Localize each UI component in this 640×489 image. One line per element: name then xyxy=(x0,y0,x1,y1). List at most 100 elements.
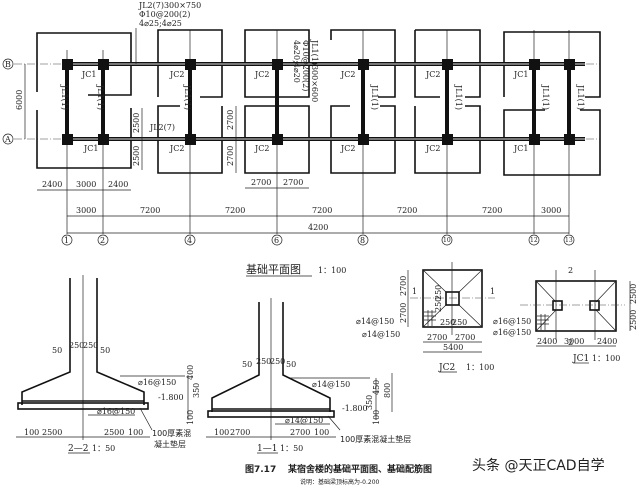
footing-labels: JC1 JC1 JC2 JC2 JC2 JC2 JC2 JC2 JC2 JC2 … xyxy=(81,70,528,153)
svg-text:JC2: JC2 xyxy=(169,144,184,153)
svg-text:2400: 2400 xyxy=(108,180,128,189)
svg-text:7200: 7200 xyxy=(140,206,160,215)
svg-text:6: 6 xyxy=(274,236,279,245)
svg-text:JL1(1): JL1(1) xyxy=(370,84,379,110)
svg-text:2700: 2700 xyxy=(290,428,310,437)
beam-annotation-jl2: JL2(7)300×750 Φ10@200(2) 4⌀25;4⌀25 JL2(7… xyxy=(135,1,201,132)
svg-text:100: 100 xyxy=(24,428,39,437)
svg-text:4: 4 xyxy=(187,236,192,245)
svg-text:100: 100 xyxy=(186,410,195,425)
svg-text:250: 250 xyxy=(434,297,443,312)
svg-text:⌀14@150: ⌀14@150 xyxy=(356,317,394,326)
svg-text:50: 50 xyxy=(100,346,110,355)
svg-text:10: 10 xyxy=(443,237,451,244)
svg-text:3000: 3000 xyxy=(564,337,584,346)
svg-text:1：100: 1：100 xyxy=(466,363,494,372)
svg-text:4⌀20;4⌀20: 4⌀20;4⌀20 xyxy=(292,40,301,83)
svg-text:7200: 7200 xyxy=(397,206,417,215)
svg-text:2700: 2700 xyxy=(283,178,303,187)
svg-text:7200: 7200 xyxy=(225,206,245,215)
svg-text:50: 50 xyxy=(52,346,62,355)
svg-text:2500: 2500 xyxy=(629,310,638,330)
dims-jc2: 2700 2700 xyxy=(245,178,309,189)
svg-text:100厚素混: 100厚素混 xyxy=(152,428,191,438)
footing-outlines xyxy=(36,29,601,176)
svg-text:12: 12 xyxy=(530,237,538,244)
svg-text:800: 800 xyxy=(383,383,392,398)
svg-text:250: 250 xyxy=(440,318,455,327)
svg-text:2: 2 xyxy=(100,236,105,245)
svg-text:JC2: JC2 xyxy=(425,70,440,79)
svg-text:JC1: JC1 xyxy=(513,144,528,153)
svg-text:JL1(1): JL1(1) xyxy=(576,84,585,110)
svg-text:100: 100 xyxy=(314,428,329,437)
svg-text:2400: 2400 xyxy=(537,337,557,346)
svg-text:2500: 2500 xyxy=(42,428,62,437)
svg-text:50: 50 xyxy=(242,360,252,369)
svg-text:50: 50 xyxy=(286,360,296,369)
dims-jc1: 2400 3000 2400 xyxy=(37,180,131,191)
svg-text:JC2: JC2 xyxy=(340,144,355,153)
svg-text:1: 1 xyxy=(64,236,69,245)
svg-text:JC2: JC2 xyxy=(425,144,440,153)
svg-text:JL2(7)300×750: JL2(7)300×750 xyxy=(138,1,201,10)
svg-text:JL1(1): JL1(1) xyxy=(60,84,69,110)
svg-text:JL1(1)300×600: JL1(1)300×600 xyxy=(310,39,319,102)
svg-text:1：100: 1：100 xyxy=(318,266,346,275)
svg-text:1：50: 1：50 xyxy=(280,444,303,453)
svg-text:JC2: JC2 xyxy=(340,70,355,79)
svg-text:3000: 3000 xyxy=(76,180,96,189)
svg-text:100: 100 xyxy=(214,428,229,437)
svg-text:1：50: 1：50 xyxy=(92,444,115,453)
svg-text:基础平面图: 基础平面图 xyxy=(246,263,301,276)
svg-text:7200: 7200 xyxy=(482,206,502,215)
svg-text:1—1: 1—1 xyxy=(257,444,277,454)
svg-text:B: B xyxy=(5,60,11,69)
svg-text:⌀16@150: ⌀16@150 xyxy=(97,407,135,416)
jl1-labels: JL1(1) JL1(1) JL1(1) JL1(1) JL1(1) JL1(1… xyxy=(60,84,585,110)
svg-text:JC2: JC2 xyxy=(438,363,455,373)
svg-text:JC1: JC1 xyxy=(81,70,96,79)
svg-text:2700: 2700 xyxy=(230,428,250,437)
svg-text:Φ10@200(2): Φ10@200(2) xyxy=(139,10,190,19)
svg-text:8: 8 xyxy=(360,236,365,245)
svg-text:2700: 2700 xyxy=(455,333,475,342)
svg-text:JC2: JC2 xyxy=(169,70,184,79)
svg-text:A: A xyxy=(4,135,11,144)
section-2-2: 50 250 250 50 ⌀16@150 -1.800 ⌀16@150 400… xyxy=(16,275,201,454)
svg-text:2: 2 xyxy=(568,266,573,275)
svg-text:-1.800: -1.800 xyxy=(342,404,368,413)
svg-text:2: 2 xyxy=(568,338,573,347)
svg-text:2400: 2400 xyxy=(42,180,62,189)
svg-text:5400: 5400 xyxy=(443,343,463,352)
svg-text:250: 250 xyxy=(69,341,84,350)
svg-text:250: 250 xyxy=(434,285,443,300)
svg-text:1：100: 1：100 xyxy=(592,354,620,363)
plan-title: 基础平面图 1：100 xyxy=(246,263,346,277)
svg-text:2700: 2700 xyxy=(226,146,235,166)
dim-6000: 6000 xyxy=(15,90,24,110)
svg-text:JL1(1): JL1(1) xyxy=(183,84,192,110)
svg-text:JC1: JC1 xyxy=(513,70,528,79)
svg-text:250: 250 xyxy=(452,318,467,327)
svg-text:凝土垫层: 凝土垫层 xyxy=(154,439,186,449)
svg-text:100: 100 xyxy=(128,428,143,437)
svg-text:2500: 2500 xyxy=(132,146,141,166)
svg-text:JL2(7): JL2(7) xyxy=(149,123,175,132)
columns xyxy=(62,59,575,145)
beam-annotation-jl1: JL1(1)300×600 Φ10@200(2) 4⌀20;4⌀20 xyxy=(292,39,319,102)
figure-caption: 图7.17 某宿舍楼的基础平面图、基础配筋图 说明：基础梁顶标高为-0.200 xyxy=(245,463,432,486)
svg-text:2700: 2700 xyxy=(399,303,408,323)
jc1-detail: 2 2 2500 2500 ⌀16@150 ⌀16@150 2400 3000 … xyxy=(493,266,638,364)
svg-text:2700: 2700 xyxy=(427,333,447,342)
svg-text:JC1: JC1 xyxy=(83,144,98,153)
svg-text:2700: 2700 xyxy=(251,178,271,187)
row-axis-b: B xyxy=(2,58,14,70)
svg-text:某宿舍楼的基础平面图、基础配筋图: 某宿舍楼的基础平面图、基础配筋图 xyxy=(288,463,432,475)
svg-text:JL1(1): JL1(1) xyxy=(541,84,550,110)
svg-text:说明：基础梁顶标高为-0.200: 说明：基础梁顶标高为-0.200 xyxy=(300,478,380,486)
section-1-1: 50 250 250 50 ⌀14@150 -1.800 ⌀14@150 450… xyxy=(206,298,411,454)
svg-text:Φ10@200(2): Φ10@200(2) xyxy=(301,40,310,91)
svg-text:⌀14@150: ⌀14@150 xyxy=(362,330,400,339)
svg-text:250: 250 xyxy=(83,341,98,350)
